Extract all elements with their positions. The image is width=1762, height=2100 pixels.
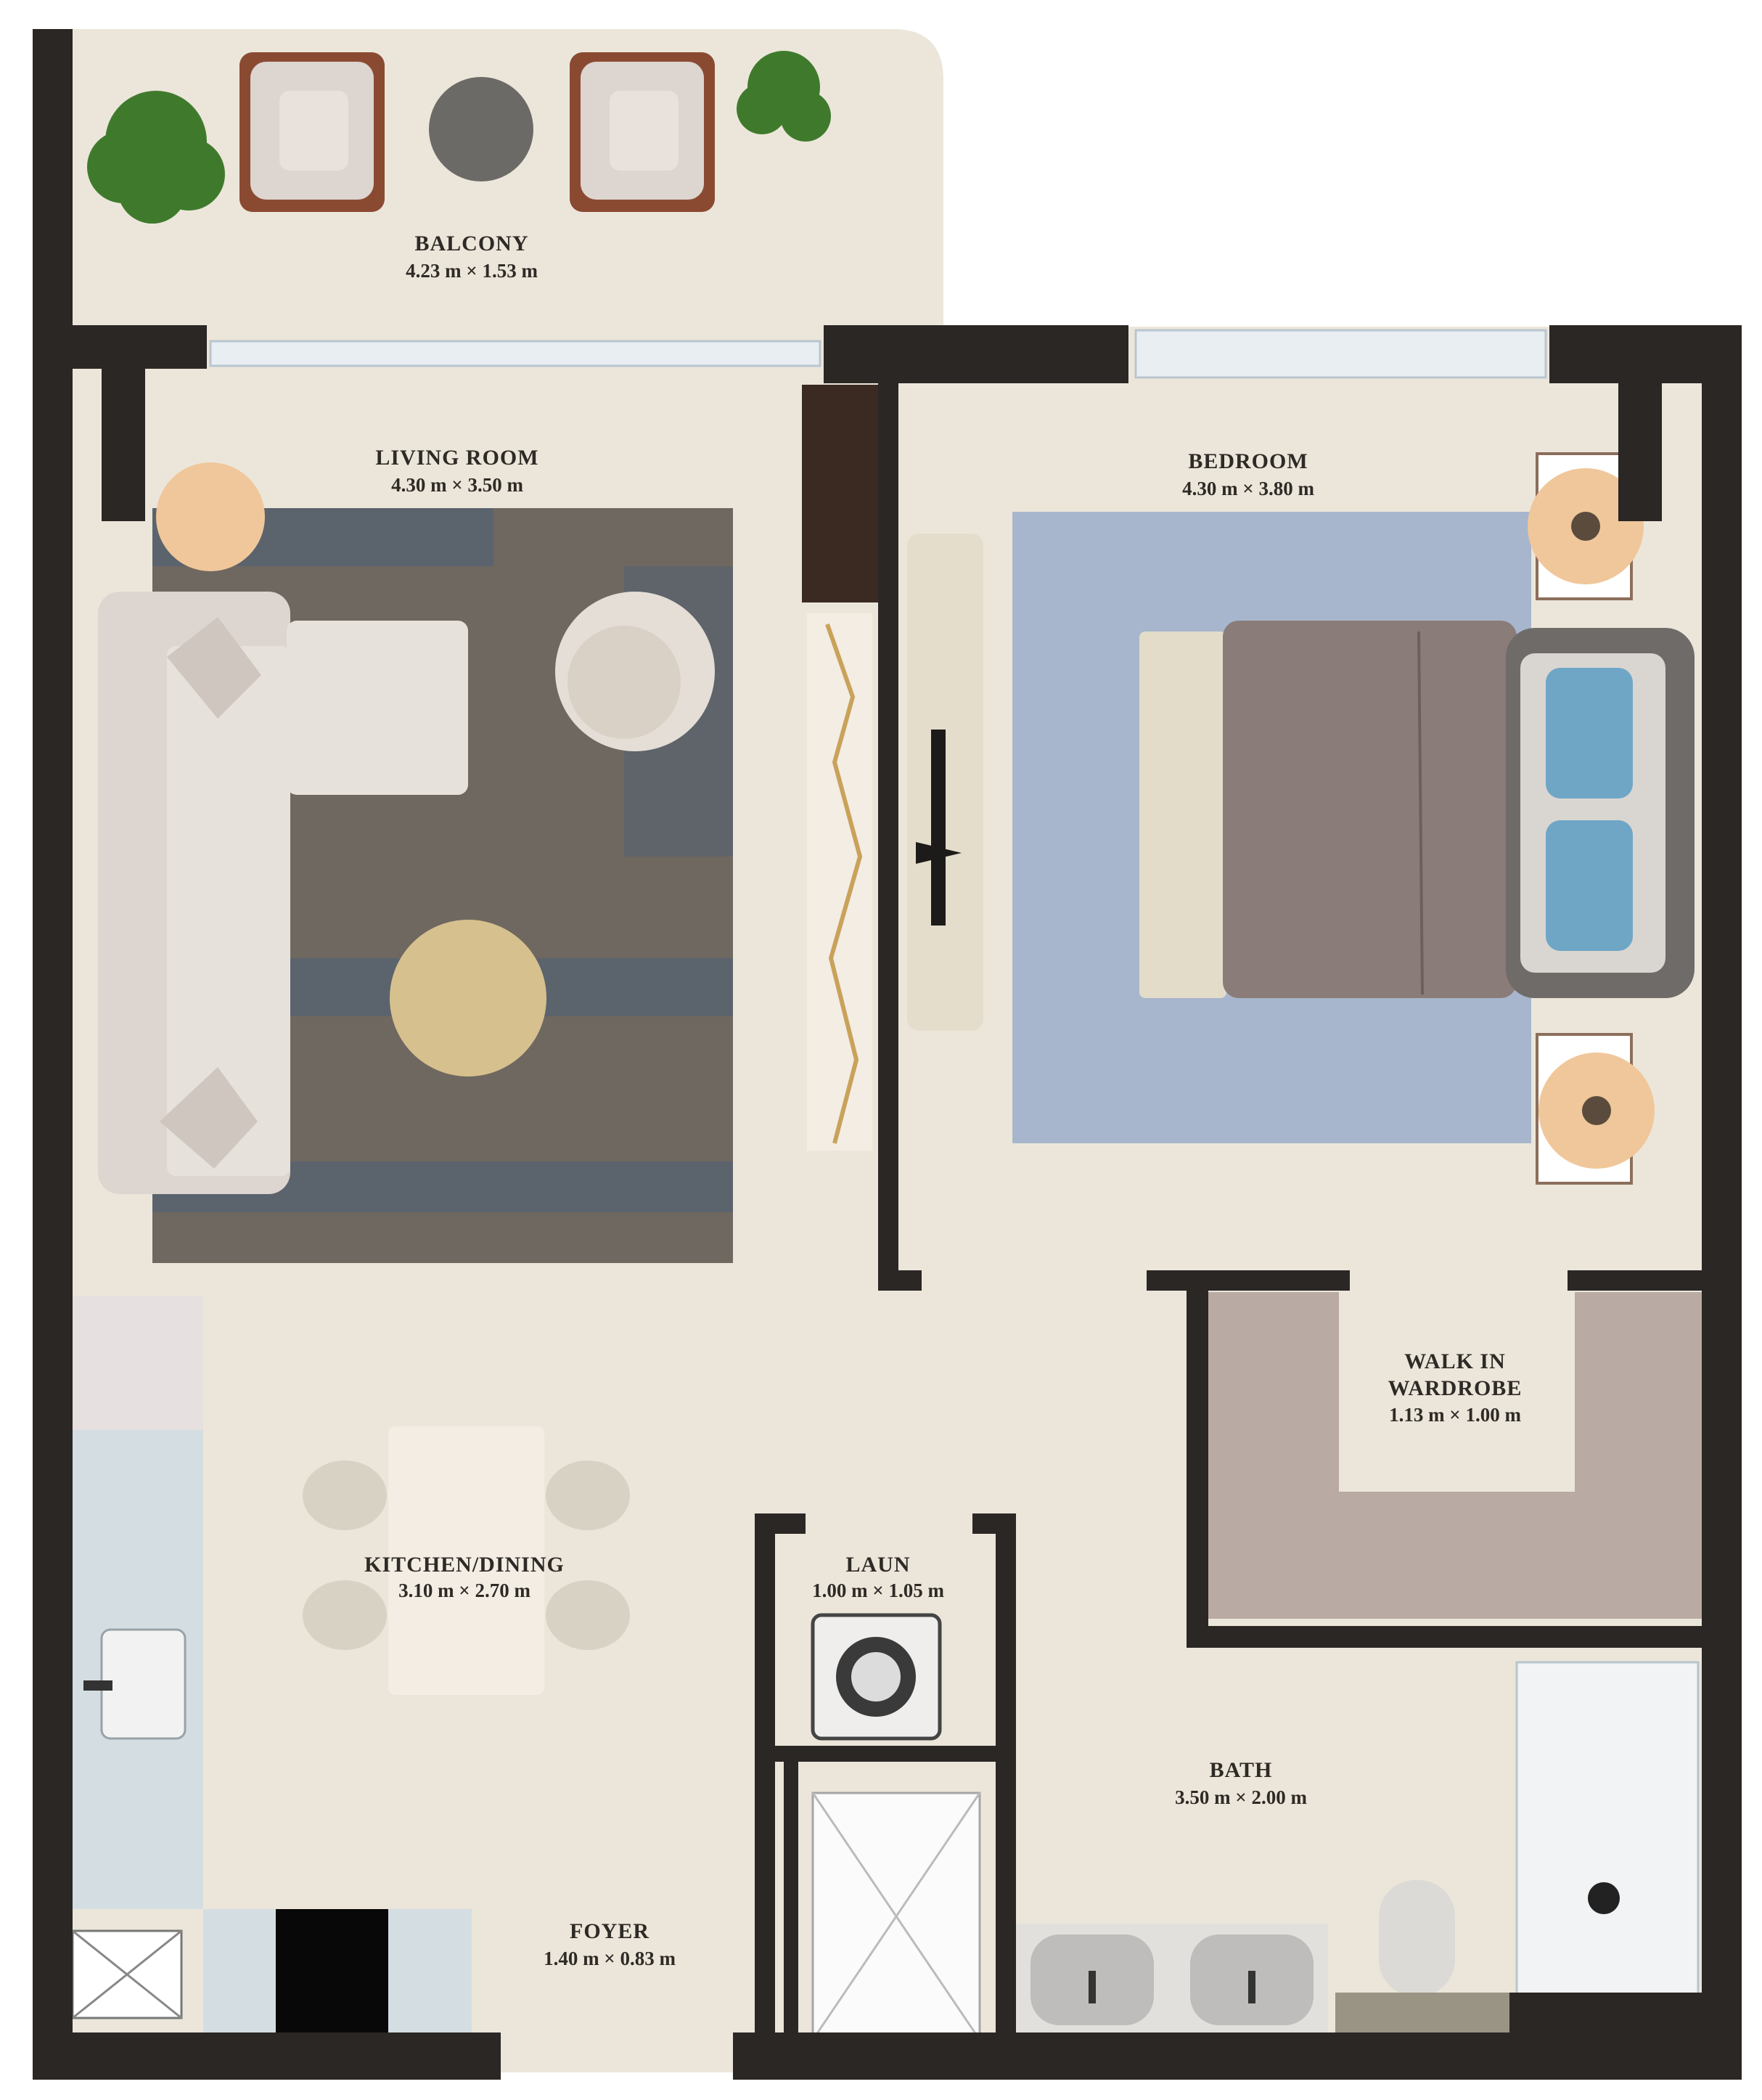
bedroom-furniture (1012, 452, 1695, 1185)
wardrobe-dims: 1.13 m × 1.00 m (1389, 1404, 1521, 1426)
balcony-dims: 4.23 m × 1.53 m (406, 260, 538, 282)
dining-set (303, 1426, 630, 1695)
toilet-icon (1379, 1880, 1455, 1996)
marble-panel (807, 613, 872, 1151)
shower-drain-icon (1588, 1882, 1620, 1914)
fridge-icon (73, 1296, 203, 1430)
tv-wall (807, 534, 983, 1151)
balcony-name: BALCONY (414, 232, 528, 256)
living-name: LIVING ROOM (375, 446, 538, 470)
outside-right-top (947, 0, 1762, 325)
bath-name: BATH (1210, 1758, 1273, 1782)
nightstand-lamp-icon (1536, 1033, 1655, 1185)
bath-shelf (1335, 1993, 1517, 2040)
armchair-icon (555, 592, 715, 751)
room-labels: BALCONY 4.23 m × 1.53 m LIVING ROOM 4.30… (364, 232, 1523, 1969)
hob-icon (276, 1909, 388, 2032)
wardrobe-name-2: WARDROBE (1388, 1376, 1523, 1400)
foyer-dims: 1.40 m × 0.83 m (544, 1948, 676, 1969)
wardrobe-name-1: WALK IN (1404, 1349, 1506, 1373)
living-window (209, 340, 821, 367)
wardrobe-area (1208, 1292, 1702, 1619)
wardrobe-center (1339, 1292, 1575, 1492)
tv-icon (931, 730, 946, 926)
bedroom-dims: 4.30 m × 3.80 m (1182, 478, 1314, 499)
lamp-icon (156, 462, 265, 571)
wet-areas (811, 1613, 1700, 2041)
side-table-icon (429, 77, 533, 181)
sofa-icon (98, 592, 468, 1194)
balcony-furniture (87, 51, 831, 224)
chair-icon (546, 1580, 630, 1650)
laundry-dims: 1.00 m × 1.05 m (812, 1580, 944, 1601)
armchair-icon (239, 52, 385, 212)
bench-icon (1139, 632, 1226, 998)
chair-icon (303, 1460, 387, 1530)
chair-icon (303, 1580, 387, 1650)
plant-icon (737, 51, 831, 142)
bath-dims: 3.50 m × 2.00 m (1175, 1786, 1307, 1808)
bedroom-name: BEDROOM (1188, 449, 1308, 473)
sink-icon (100, 1628, 187, 1740)
bedroom-window (1134, 329, 1547, 379)
walls (33, 29, 1742, 2080)
living-furniture (98, 462, 733, 1263)
foyer-name: FOYER (570, 1919, 650, 1943)
dining-table-icon (388, 1426, 544, 1695)
bed-icon (1223, 621, 1695, 998)
kitchen-dims: 3.10 m × 2.70 m (398, 1580, 530, 1601)
chair-icon (546, 1460, 630, 1530)
kitchen-name: KITCHEN/DINING (364, 1553, 565, 1577)
laundry-name: LAUN (845, 1553, 910, 1577)
living-dims: 4.30 m × 3.50 m (391, 474, 523, 496)
plant-icon (87, 91, 225, 224)
windows (209, 329, 1547, 379)
armchair-icon (570, 52, 715, 212)
kitchen-fixtures (71, 1296, 472, 2040)
nightstand-lamp-icon (1528, 452, 1644, 600)
coffee-table-icon (390, 920, 546, 1076)
shower-glass (1515, 1661, 1700, 2005)
